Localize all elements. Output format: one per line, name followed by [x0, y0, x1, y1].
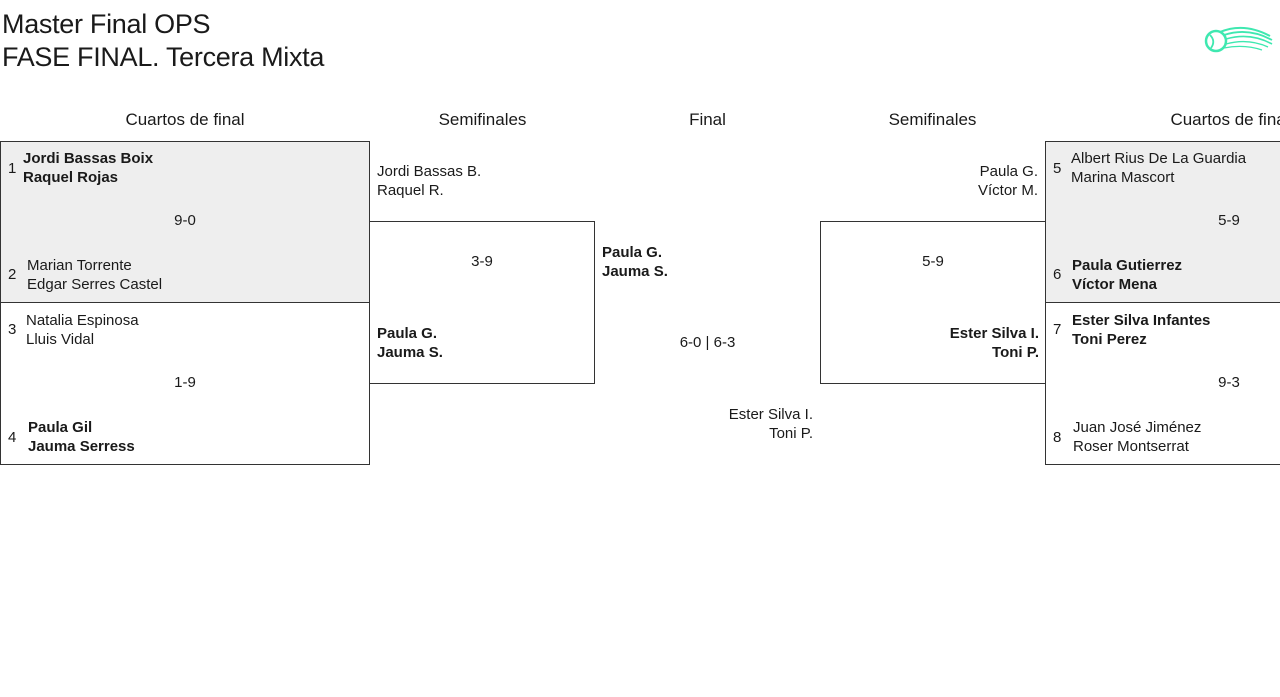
- round-header-qf-right: Cuartos de final: [1170, 110, 1280, 129]
- round-header-sf-right: Semifinales: [888, 110, 977, 129]
- player-name: Jauma S.: [377, 344, 443, 361]
- team-entry[interactable]: Paula Gutierrez Víctor Mena: [1072, 256, 1182, 294]
- match-score: 5-9: [922, 253, 944, 270]
- player-name: Jauma Serress: [28, 438, 135, 455]
- player-name: Jordi Bassas Boix: [23, 150, 154, 167]
- player-name: Víctor Mena: [1072, 276, 1158, 293]
- player-name: Marina Mascort: [1071, 169, 1175, 186]
- match-sf-1[interactable]: 3-9 Paula G. Jauma S.: [369, 221, 595, 384]
- seed-number: 6: [1053, 266, 1062, 283]
- team-entry[interactable]: Jordi Bassas Boix Raquel Rojas: [23, 149, 153, 187]
- final-score: 6-0 | 6-3: [679, 334, 736, 351]
- player-name: Jordi Bassas B.: [377, 163, 482, 180]
- match-score: 1-9: [174, 374, 196, 391]
- team-entry[interactable]: Jordi Bassas B. Raquel R.: [377, 162, 481, 200]
- round-header-final: Final: [689, 110, 726, 129]
- seed-number: 2: [8, 266, 17, 283]
- player-name: Paula Gutierrez: [1072, 257, 1183, 274]
- player-name: Edgar Serres Castel: [27, 276, 163, 293]
- seed-number: 5: [1053, 160, 1062, 177]
- match-sf-2[interactable]: 5-9 Ester Silva I. Toni P.: [820, 221, 1046, 384]
- player-name: Paula G.: [377, 325, 438, 342]
- seed-number: 8: [1053, 429, 1062, 446]
- team-entry[interactable]: Ester Silva I. Toni P.: [595, 405, 813, 443]
- player-name: Natalia Espinosa: [26, 312, 139, 329]
- team-entry[interactable]: Paula G. Jauma S.: [602, 243, 668, 281]
- player-name: Juan José Jiménez: [1073, 419, 1202, 436]
- player-name: Paula G.: [602, 244, 663, 261]
- player-name: Ester Silva Infantes: [1072, 312, 1211, 329]
- player-name: Roser Montserrat: [1073, 438, 1189, 455]
- match-score: 5-9: [1218, 212, 1240, 229]
- match-qf-2[interactable]: 3 Natalia Espinosa Lluis Vidal 1-9 4 Pau…: [0, 302, 370, 465]
- player-name: Paula G.: [979, 163, 1038, 180]
- team-entry[interactable]: Marian Torrente Edgar Serres Castel: [27, 256, 162, 294]
- player-name: Toni P.: [769, 425, 813, 442]
- player-name: Ester Silva I.: [949, 325, 1039, 342]
- team-entry[interactable]: Paula Gil Jauma Serress: [28, 418, 135, 456]
- player-name: Albert Rius De La Guardia: [1071, 150, 1247, 167]
- player-name: Ester Silva I.: [728, 406, 813, 423]
- tennis-ball-logo-icon: [1204, 26, 1273, 53]
- team-entry[interactable]: Albert Rius De La Guardia Marina Mascort: [1071, 149, 1246, 187]
- match-qf-3[interactable]: 5 Albert Rius De La Guardia Marina Masco…: [1045, 141, 1280, 303]
- round-header-qf-left: Cuartos de final: [125, 110, 245, 129]
- title-line-1: Master Final OPS: [2, 9, 211, 39]
- match-qf-1[interactable]: 1 Jordi Bassas Boix Raquel Rojas 9-0 2 M…: [0, 141, 370, 303]
- seed-number: 7: [1053, 321, 1062, 338]
- player-name: Víctor M.: [977, 182, 1038, 199]
- seed-number: 1: [8, 160, 17, 177]
- team-entry[interactable]: Natalia Espinosa Lluis Vidal: [26, 311, 139, 349]
- team-entry[interactable]: Juan José Jiménez Roser Montserrat: [1073, 418, 1201, 456]
- title-line-2: FASE FINAL. Tercera Mixta: [2, 42, 325, 72]
- match-score: 9-0: [174, 212, 196, 229]
- team-entry[interactable]: Ester Silva Infantes Toni Perez: [1072, 311, 1210, 349]
- team-entry[interactable]: Paula G. Víctor M.: [820, 162, 1038, 200]
- player-name: Jauma S.: [602, 263, 668, 280]
- player-name: Marian Torrente: [27, 257, 132, 274]
- player-name: Lluis Vidal: [26, 331, 95, 348]
- match-score: 9-3: [1218, 374, 1240, 391]
- seed-number: 4: [8, 429, 17, 446]
- match-qf-4[interactable]: 7 Ester Silva Infantes Toni Perez 9-3 8 …: [1045, 302, 1280, 465]
- player-name: Raquel Rojas: [23, 169, 119, 186]
- match-score: 3-9: [471, 253, 493, 270]
- round-header-sf-left: Semifinales: [438, 110, 527, 129]
- player-name: Raquel R.: [377, 182, 444, 199]
- player-name: Paula Gil: [28, 419, 93, 436]
- team-entry[interactable]: Ester Silva I. Toni P.: [821, 324, 1039, 362]
- page-title: Master Final OPS FASE FINAL. Tercera Mix…: [2, 8, 324, 74]
- player-name: Toni Perez: [1072, 331, 1147, 348]
- player-name: Toni P.: [992, 344, 1039, 361]
- seed-number: 3: [8, 321, 17, 338]
- team-entry[interactable]: Paula G. Jauma S.: [377, 324, 443, 362]
